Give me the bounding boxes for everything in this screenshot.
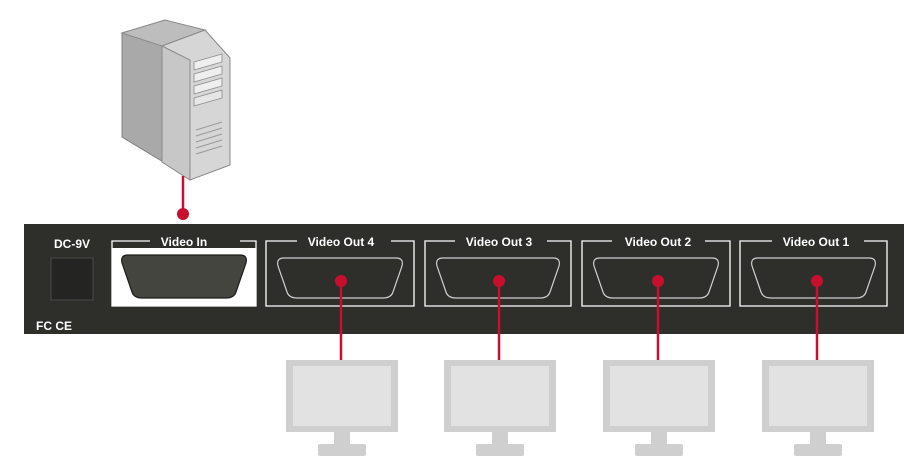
video-in-label: Video In <box>161 235 207 249</box>
video-out-1-port[interactable]: Video Out 1 <box>739 235 888 307</box>
monitor-icon <box>286 360 398 456</box>
input-cable <box>177 176 189 220</box>
output-cables <box>335 275 823 360</box>
power-label: DC-9V <box>54 237 90 251</box>
certification-marks: FC CE <box>36 319 72 333</box>
video-out-1-label: Video Out 1 <box>783 235 850 249</box>
video-out-2-label: Video Out 2 <box>625 235 692 249</box>
video-in-port[interactable]: Video In <box>111 235 257 307</box>
video-out-2-port[interactable]: Video Out 2 <box>581 235 731 307</box>
video-out-3-label: Video Out 3 <box>466 235 533 249</box>
computer-tower-icon <box>120 19 231 181</box>
device-rear-panel: DC-9V FC CE Video In Video Out 4 Video O… <box>24 224 904 334</box>
power-jack[interactable] <box>50 257 94 301</box>
monitor-icon <box>444 360 556 456</box>
monitor-icon <box>603 360 715 456</box>
monitor-icon <box>762 360 874 456</box>
video-out-4-label: Video Out 4 <box>308 235 375 249</box>
